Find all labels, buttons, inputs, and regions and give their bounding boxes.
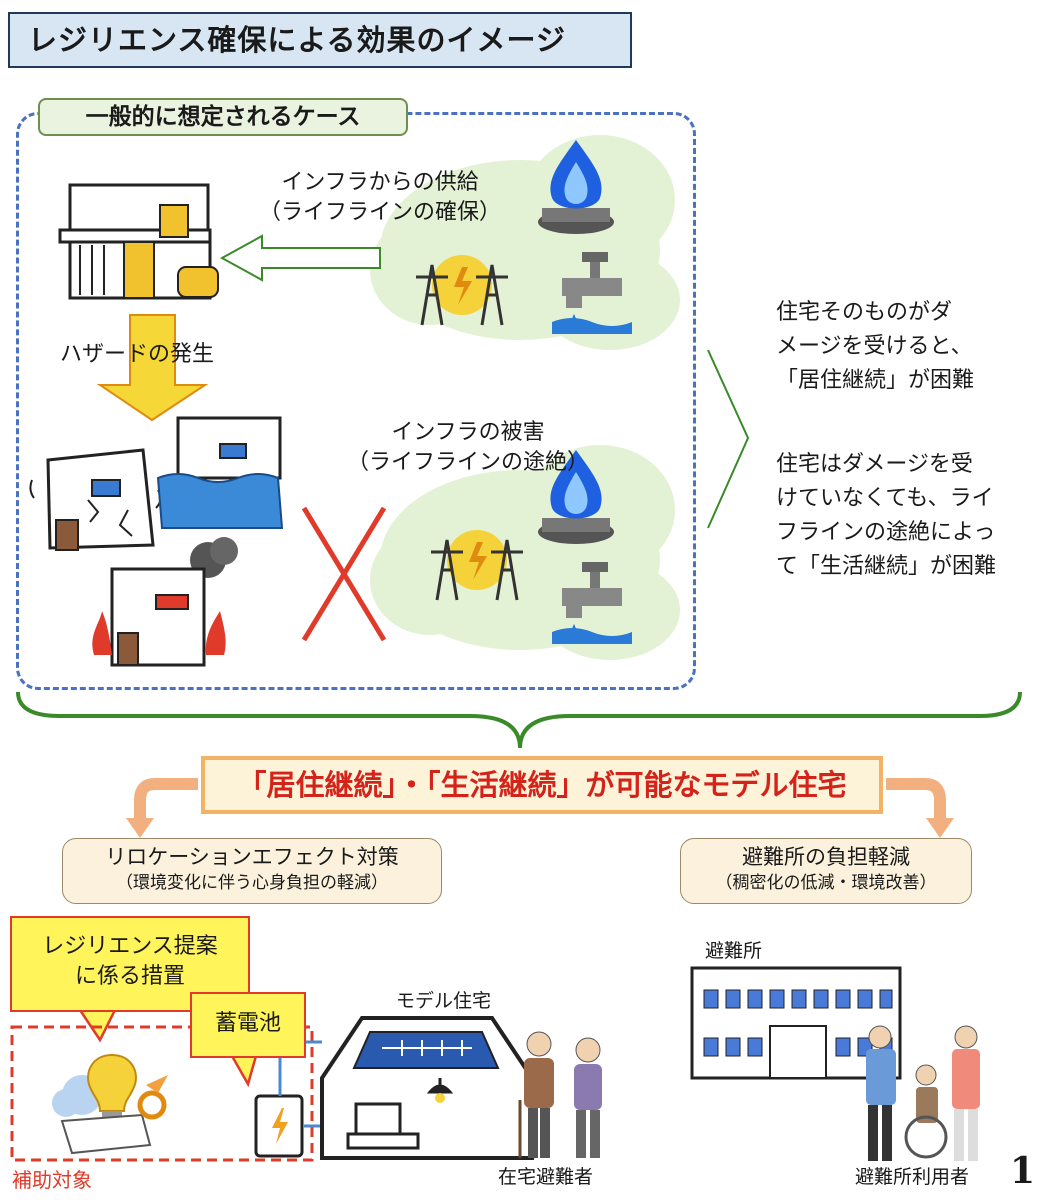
shelter-burden-box: 避難所の負担軽減 （稠密化の低減・環境改善）	[680, 838, 972, 904]
supply-caption: インフラからの供給 （ライフラインの確保）	[258, 170, 501, 225]
shelter-label: 避難所	[705, 940, 763, 962]
supply-arrow	[219, 234, 381, 282]
lifeline-outage-text: 住宅はダメージを受 けていなくても、ライ フラインの途絶によっ て「生活継続」が…	[776, 452, 997, 579]
relocation-effect-box: リロケーションエフェクト対策 （環境変化に伴う心身負担の軽減）	[62, 838, 442, 904]
house-icon	[58, 183, 219, 300]
battery-callout: 蓄電池	[190, 992, 306, 1058]
flame-icon	[538, 450, 614, 544]
people-icon	[866, 1025, 980, 1161]
right-orange-arrow	[886, 778, 954, 838]
hazard-arrow	[96, 314, 209, 422]
faucet-icon	[552, 252, 632, 334]
home-evacuees-label: 在宅避難者	[498, 1166, 594, 1188]
housing-damage-text: 住宅そのものがダ メージを受けると、 「居住継続」が困難	[776, 300, 975, 393]
general-case-label: 一般的に想定されるケース	[38, 98, 408, 136]
page-title: レジリエンス確保による効果のイメージ	[8, 12, 632, 68]
model-house-banner: 「居住継続」・「生活継続」が可能なモデル住宅	[201, 756, 883, 814]
model-house-icon	[320, 1016, 534, 1160]
battery-icon	[254, 1094, 304, 1158]
shelter-users-label: 避難所利用者	[855, 1166, 970, 1188]
left-orange-arrow	[126, 778, 198, 838]
faucet-icon	[552, 562, 632, 644]
lightbulb-icon	[52, 1053, 168, 1155]
burning-house-icon	[92, 537, 238, 667]
damage-caption: インフラの被害 （ライフラインの途絶）	[346, 420, 589, 475]
subsidy-frame	[10, 1025, 314, 1162]
page-number: 1	[1010, 1150, 1036, 1192]
x-mark-icon	[301, 506, 387, 642]
model-house-label: モデル住宅	[396, 990, 492, 1012]
curly-brace	[16, 691, 1022, 749]
power-tower-icon	[431, 530, 523, 601]
result-arrow	[707, 349, 750, 529]
flooded-house-icon	[156, 416, 284, 529]
flame-icon	[538, 140, 614, 234]
damaged-house-icon	[29, 448, 162, 551]
resilience-measures-callout: レジリエンス提案 に係る措置	[10, 916, 250, 1012]
subsidy-label: 補助対象	[12, 1168, 92, 1192]
power-tower-icon	[416, 255, 508, 326]
hazard-caption: ハザードの発生	[60, 342, 215, 367]
people-icon	[518, 1031, 602, 1158]
